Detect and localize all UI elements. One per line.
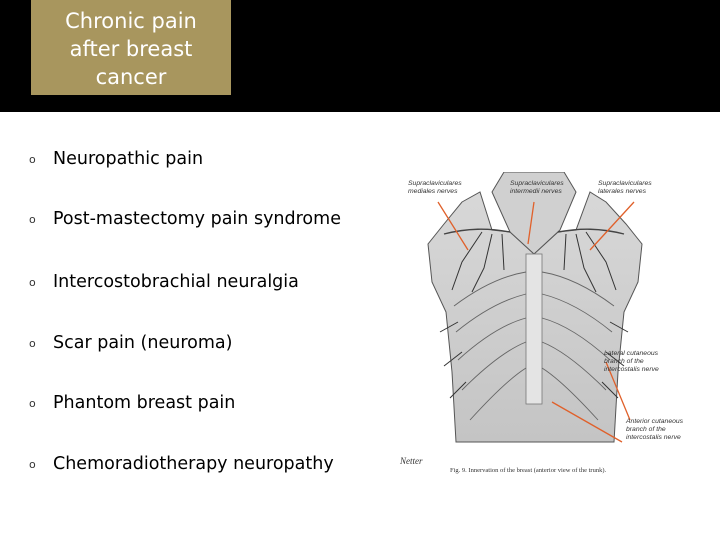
bullet-marker: o bbox=[29, 275, 36, 289]
bullet-text: Scar pain (neuroma) bbox=[53, 333, 233, 353]
bullet-item: o Chemoradiotherapy neuropathy bbox=[29, 451, 334, 477]
figure-caption: Fig. 9. Innervation of the breast (anter… bbox=[450, 467, 607, 474]
bullet-item: o Post-mastectomy pain syndrome bbox=[29, 206, 341, 232]
bullet-item: o Phantom breast pain bbox=[29, 390, 235, 416]
bullet-marker: o bbox=[29, 336, 36, 350]
bullet-text: Post-mastectomy pain syndrome bbox=[53, 209, 341, 229]
label-supraclavicular-lateral: Supraclaviculares laterales nerves bbox=[598, 180, 652, 195]
anatomy-figure: Supraclaviculares mediales nerves Suprac… bbox=[392, 172, 684, 492]
label-supraclavicular-medial: Supraclaviculares mediales nerves bbox=[408, 180, 462, 195]
bullet-marker: o bbox=[29, 152, 36, 166]
label-supraclavicular-intermediate: Supraclaviculares intermedii nerves bbox=[510, 180, 564, 195]
torso-illustration bbox=[427, 172, 643, 443]
bullet-item: o Scar pain (neuroma) bbox=[29, 330, 232, 356]
bullet-marker: o bbox=[29, 396, 36, 410]
artist-signature: Netter bbox=[400, 456, 423, 466]
bullet-text: Neuropathic pain bbox=[53, 149, 204, 169]
title-box: Chronic pain after breast cancer bbox=[31, 0, 231, 95]
bullet-item: o Neuropathic pain bbox=[29, 146, 203, 172]
bullet-text: Chemoradiotherapy neuropathy bbox=[53, 454, 334, 474]
slide-title: Chronic pain after breast cancer bbox=[65, 8, 197, 89]
bullet-marker: o bbox=[29, 212, 36, 226]
label-lateral-cutaneous: Lateral cutaneous branch of the intercos… bbox=[604, 350, 659, 373]
bullet-marker: o bbox=[29, 457, 36, 471]
bullet-item: o Intercostobrachial neuralgia bbox=[29, 269, 299, 295]
label-anterior-cutaneous: Anterior cutaneous branch of the interco… bbox=[626, 418, 684, 441]
bullet-text: Intercostobrachial neuralgia bbox=[53, 272, 299, 292]
bullet-text: Phantom breast pain bbox=[53, 393, 236, 413]
